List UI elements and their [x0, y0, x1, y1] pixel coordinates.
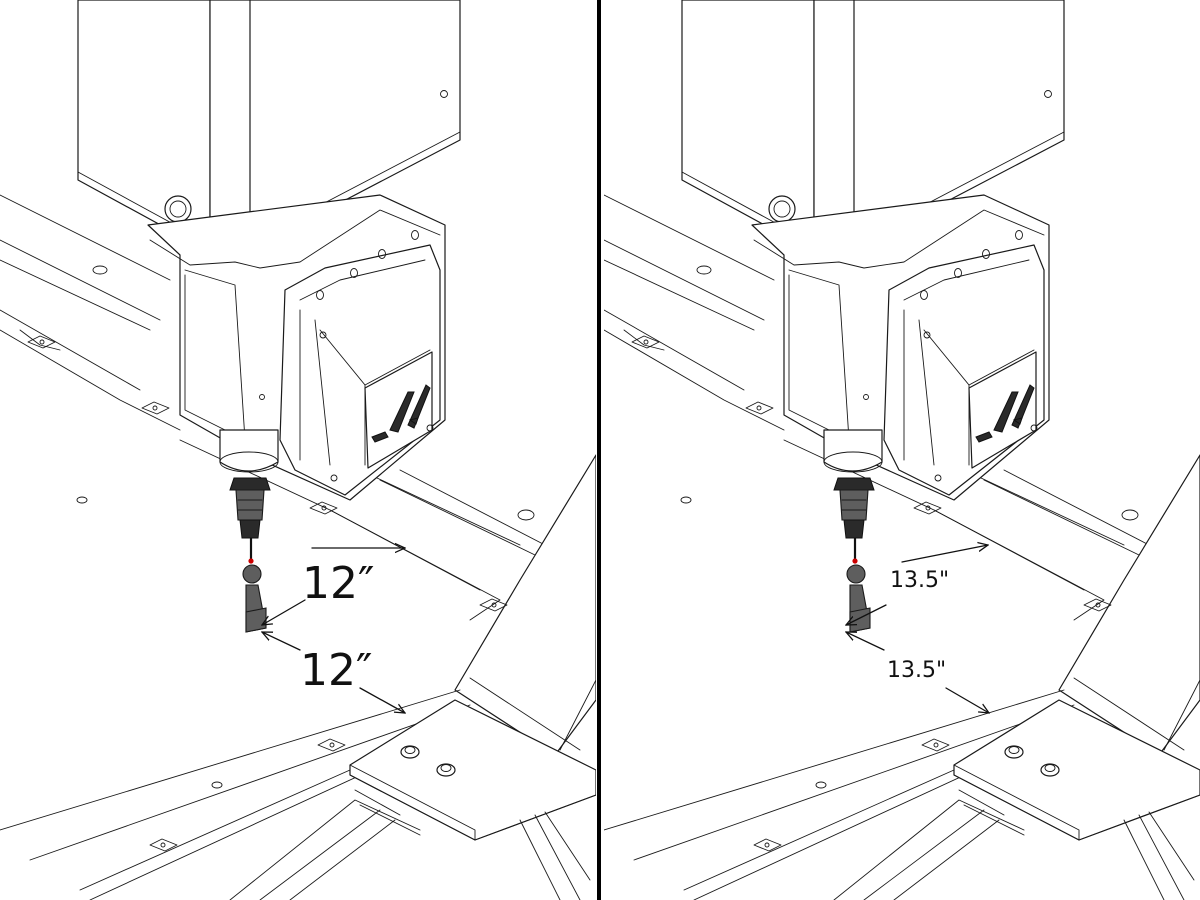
- machine-drawing-right: [604, 0, 1200, 900]
- dimension-arrows-right: [846, 545, 989, 713]
- panel-divider: [597, 0, 601, 900]
- machine-drawing-left: [0, 0, 596, 900]
- dimension-arrows-left: [262, 548, 405, 713]
- lower-dimension-label: 12″: [300, 645, 372, 696]
- lower-dimension-label: 13.5": [887, 658, 946, 683]
- upper-dimension-label: 12″: [302, 558, 374, 609]
- panel-right: 13.5" 13.5": [604, 0, 1200, 900]
- upper-dimension-label: 13.5": [890, 568, 949, 593]
- panel-left: 12″ 12″: [0, 0, 596, 900]
